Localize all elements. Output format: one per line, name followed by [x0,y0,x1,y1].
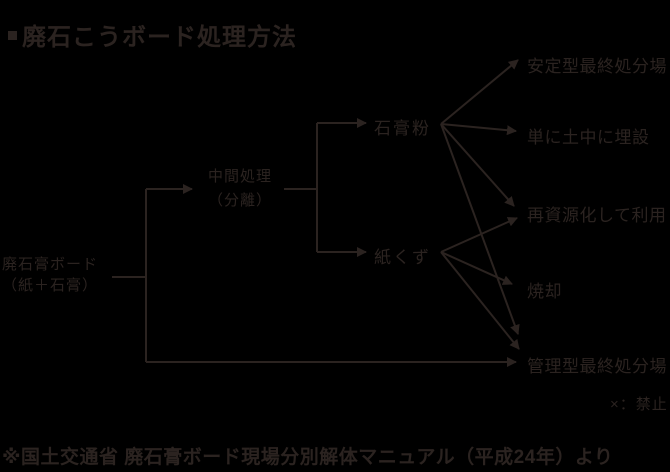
outcome-incineration: 焼却 [527,282,562,301]
legend-prohibited: ×：禁止 [610,396,668,413]
page-title: 廃石こうボード処理方法 [22,24,297,51]
node-gypsum-powder: 石膏粉 [374,119,431,138]
node-source: 廃石膏ボード （紙＋石膏） [2,254,98,296]
outcome-recycle: 再資源化して利用 [527,206,667,225]
source-caption: ※国土交通省 廃石膏ボード現場分別解体マニュアル（平成24年）より [2,447,614,468]
node-intermediate: 中間処理 （分離） [188,165,292,213]
edge-paper-incineration [440,251,513,285]
node-intermediate-line2: （分離） [207,192,272,209]
edge-gypsum-burial [440,123,517,136]
node-paper-scrap: 紙くず [374,248,431,267]
edge-gypsum-controlled-landfill [440,123,520,335]
outcome-controlled-landfill: 管理型最終処分場 [527,357,667,376]
edge-paper-controlled-landfill [440,251,520,350]
edge-gypsum-stable-landfill [440,59,519,125]
node-source-line1: 廃石膏ボード [2,256,99,273]
square-bullet-icon [8,31,17,40]
node-intermediate-line1: 中間処理 [207,168,272,185]
outcome-simple-burial: 単に土中に埋設 [527,128,650,147]
outcome-stable-landfill: 安定型最終処分場 [527,57,667,76]
node-source-line2: （紙＋石膏） [2,277,99,294]
edge-gypsum-recycle [440,123,515,207]
edge-paper-recycle [440,217,518,253]
